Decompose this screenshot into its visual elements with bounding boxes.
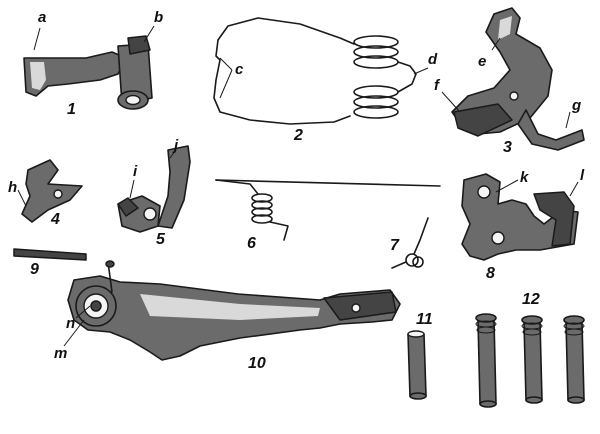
- label-part-3: 3: [503, 139, 512, 156]
- part-4-sear: [17, 159, 83, 223]
- label-feature-c: c: [235, 61, 244, 78]
- label-part-4: 4: [51, 211, 60, 228]
- part-10-frame: [63, 260, 401, 361]
- part-3-trigger-assembly: [441, 7, 585, 151]
- label-feature-b: b: [154, 9, 164, 26]
- label-part-2: 2: [294, 127, 303, 144]
- label-feature-j: j: [174, 137, 179, 154]
- label-part-8: 8: [486, 265, 495, 282]
- label-part-5: 5: [156, 231, 165, 248]
- part-6-torsion-spring: [215, 179, 441, 241]
- label-feature-n: n: [66, 315, 76, 332]
- label-feature-k: k: [520, 169, 529, 186]
- label-part-11: 11: [416, 311, 433, 328]
- label-feature-m: m: [54, 345, 68, 362]
- part-8-hammer: [461, 173, 579, 261]
- label-feature-g: g: [572, 97, 582, 114]
- label-part-1: 1: [67, 101, 76, 118]
- label-part-9: 9: [30, 261, 39, 278]
- label-feature-d: d: [428, 51, 438, 68]
- label-part-7: 7: [390, 237, 399, 254]
- part-1-lever: [23, 25, 155, 110]
- label-part-10: 10: [248, 355, 266, 372]
- part-11-pin: [407, 330, 427, 400]
- label-part-12: 12: [522, 291, 540, 308]
- part-5-disconnector: [117, 145, 191, 233]
- part-2-spring: [213, 17, 429, 125]
- label-feature-a: a: [38, 9, 47, 26]
- label-feature-l: l: [580, 167, 585, 184]
- label-part-6: 6: [247, 235, 256, 252]
- label-feature-i: i: [133, 163, 138, 180]
- part-7-small-spring: [391, 217, 429, 269]
- label-feature-h: h: [8, 179, 18, 196]
- label-feature-e: e: [478, 53, 487, 70]
- part-9-pin: [13, 248, 87, 261]
- part-12-pins: [475, 313, 585, 408]
- label-feature-f: f: [434, 77, 439, 94]
